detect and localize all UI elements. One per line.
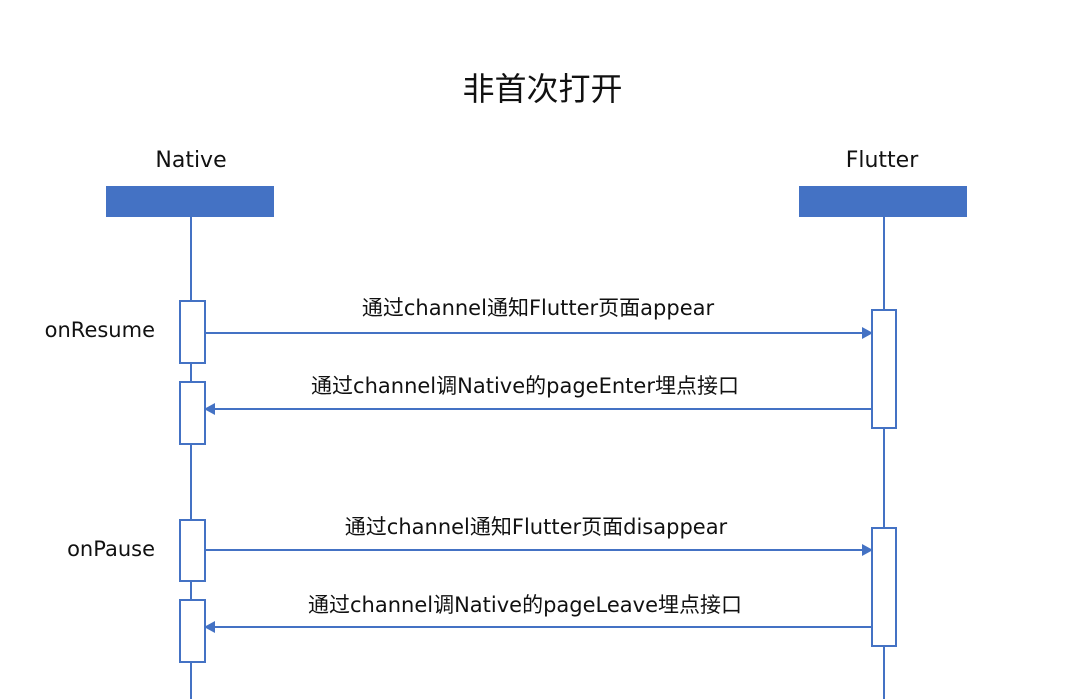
- native-activation: [179, 599, 206, 663]
- message-arrow-left: [204, 403, 871, 415]
- arrowhead-icon: [862, 544, 873, 556]
- native-activation: [179, 519, 206, 582]
- message-label: 通过channel调Native的pageEnter埋点接口: [311, 374, 739, 398]
- event-on-pause: onPause: [67, 537, 155, 561]
- message-label: 通过channel通知Flutter页面appear: [361, 296, 715, 320]
- actor-native-label: Native: [155, 148, 227, 173]
- actor-flutter-label: Flutter: [845, 148, 919, 173]
- flutter-activation: [871, 309, 897, 429]
- native-lifeline: [190, 217, 192, 699]
- actor-native-box: [106, 186, 274, 217]
- arrowhead-icon: [204, 403, 215, 415]
- flutter-lifeline: [883, 217, 885, 699]
- actor-flutter-box: [799, 186, 967, 217]
- message-label: 通过channel通知Flutter页面disappear: [344, 515, 728, 539]
- diagram-title: 非首次打开: [462, 70, 623, 108]
- message-label: 通过channel调Native的pageLeave埋点接口: [307, 593, 742, 617]
- event-on-resume: onResume: [44, 318, 155, 342]
- message-arrow-right: [206, 327, 873, 339]
- native-activation: [179, 300, 206, 364]
- arrowhead-icon: [204, 621, 215, 633]
- message-arrow-right: [206, 544, 873, 556]
- flutter-activation: [871, 527, 897, 647]
- message-arrow-left: [204, 621, 871, 633]
- arrowhead-icon: [862, 327, 873, 339]
